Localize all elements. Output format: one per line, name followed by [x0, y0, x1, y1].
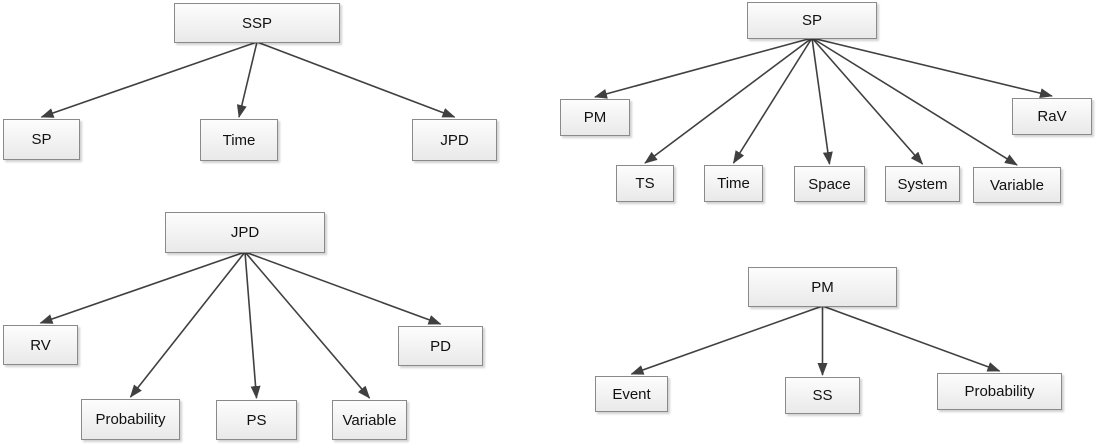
node-sp-child-system: System [885, 166, 960, 202]
node-pm-root: PM [748, 267, 897, 307]
node-jpd-child-probability: Probability [81, 399, 180, 440]
node-pm-child-ss: SS [785, 377, 860, 414]
node-jpd-child-variable: Variable [332, 400, 407, 440]
node-sp-child-rav: RaV [1012, 98, 1092, 135]
node-ssp-child-time: Time [200, 119, 278, 161]
node-sp-child-time: Time [704, 165, 763, 202]
node-ssp-child-jpd: JPD [412, 119, 497, 161]
node-ssp-root: SSP [174, 3, 340, 43]
node-sp-root: SP [747, 2, 877, 39]
node-sp-child-space: Space [794, 166, 865, 202]
node-sp-child-variable: Variable [973, 167, 1061, 203]
node-ssp-child-sp: SP [3, 119, 80, 160]
node-jpd-child-ps: PS [216, 400, 297, 440]
node-jpd-root: JPD [165, 212, 325, 253]
node-pm-child-probability: Probability [937, 373, 1062, 410]
node-jpd-child-pd: PD [398, 326, 483, 366]
node-jpd-child-rv: RV [3, 325, 78, 365]
node-pm-child-event: Event [595, 376, 668, 412]
node-sp-child-pm: PM [560, 99, 630, 136]
node-sp-child-ts: TS [616, 165, 674, 202]
